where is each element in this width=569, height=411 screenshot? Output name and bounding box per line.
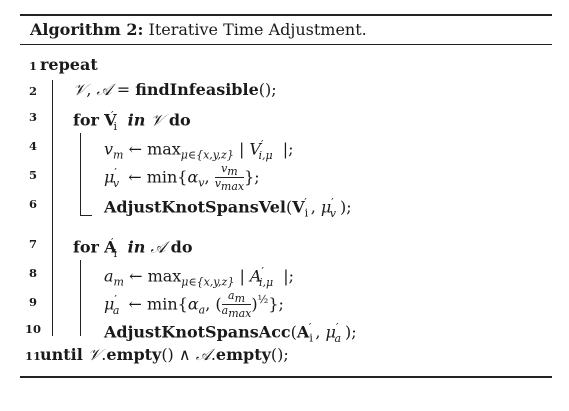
algorithm-line-11: until 𝒱.empty() ∧ 𝒜.empty();	[40, 345, 289, 364]
algorithm-title: Iterative Time Adjustment.	[148, 20, 367, 39]
line-number: 6	[28, 197, 37, 211]
adjust-knot-spans-acc-call: AdjustKnotSpansAcc	[104, 322, 291, 342]
for-a-block-bar	[80, 260, 81, 336]
line-number: 2	[28, 84, 37, 98]
algorithm-line-7: for Ai′ in 𝒜 do	[73, 236, 193, 260]
algorithm-line-2: 𝒱, 𝒜 = findInfeasible();	[73, 80, 277, 99]
algorithm-line-1: repeat	[40, 55, 98, 75]
caption-rule	[20, 44, 552, 45]
line-number: 9	[28, 295, 37, 309]
repeat-keyword: repeat	[40, 55, 98, 74]
algorithm-label: Algorithm 2:	[30, 20, 144, 39]
bottom-rule	[20, 376, 552, 378]
line-number: 8	[28, 266, 37, 280]
line-number: 10	[24, 322, 41, 336]
line-number: 4	[28, 139, 37, 153]
line-number: 3	[28, 110, 37, 124]
algorithm-line-10: AdjustKnotSpansAcc(Ai′, μ′a);	[104, 321, 357, 345]
algorithm-line-4: vm ← maxμ∈{x,y,z} | V′i,μ |;	[104, 138, 294, 162]
line-number: 11	[24, 349, 41, 363]
top-rule	[20, 14, 552, 16]
repeat-block-bar	[52, 80, 53, 336]
line-number: 5	[28, 168, 37, 182]
algorithm-line-6: AdjustKnotSpansVel(Vi′, μ′v);	[104, 196, 352, 220]
adjust-knot-spans-vel-call: AdjustKnotSpansVel	[104, 197, 286, 217]
algorithm-caption: Algorithm 2: Iterative Time Adjustment.	[30, 20, 367, 39]
line-number: 1	[28, 59, 37, 73]
for-v-block-end	[80, 215, 92, 216]
algorithm-line-3: for Vi′ in 𝒱 do	[73, 109, 191, 133]
algorithm-line-8: am ← maxμ∈{x,y,z} | A′i,μ |;	[104, 265, 295, 289]
find-infeasible-call: findInfeasible	[135, 80, 259, 99]
for-v-block-bar	[80, 133, 81, 215]
line-number: 7	[28, 237, 37, 251]
